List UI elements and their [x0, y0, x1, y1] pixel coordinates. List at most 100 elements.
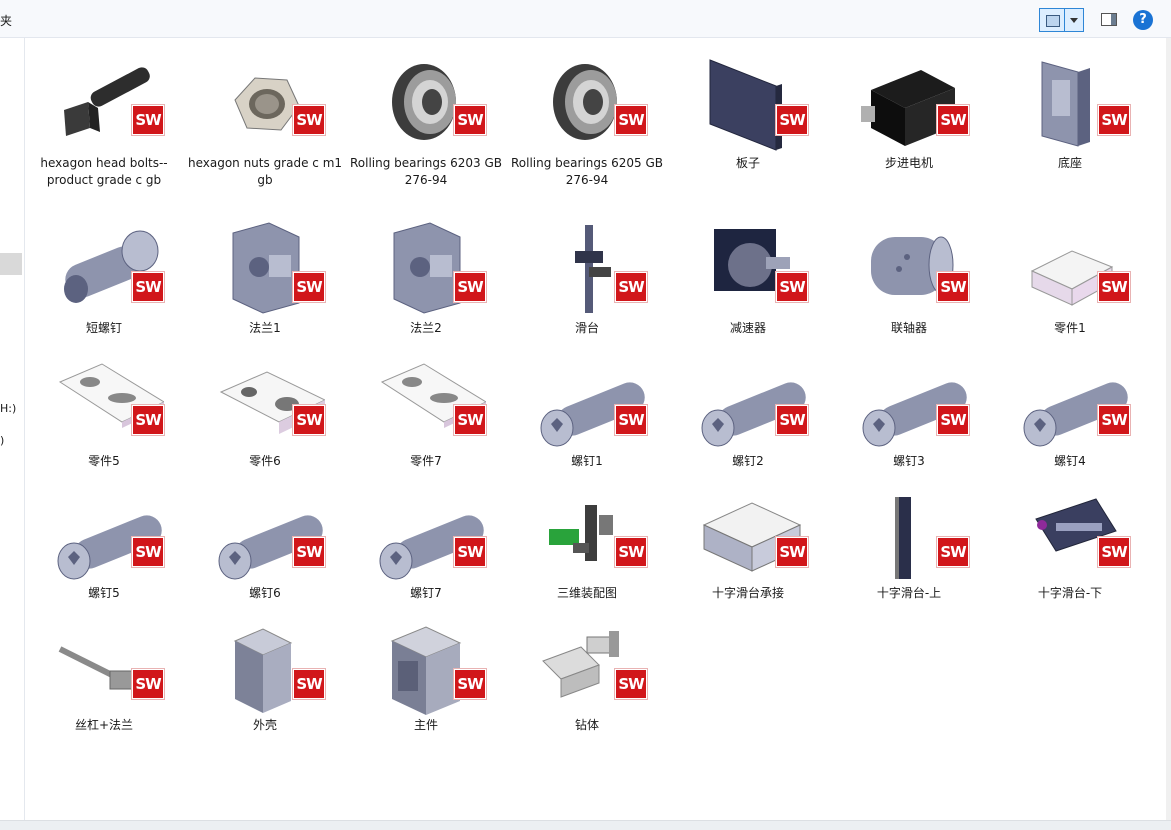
coupling-icon	[851, 215, 969, 319]
file-name: 零件1	[1054, 321, 1086, 335]
file-name: 螺钉5	[88, 586, 120, 600]
file-name: 螺钉1	[571, 454, 603, 468]
file-name: 法兰2	[410, 321, 442, 335]
pane-icon	[1101, 13, 1117, 26]
file-name: hexagon nuts grade c m1 gb	[187, 156, 343, 187]
file-name: 主件	[413, 718, 438, 732]
file-name: 三维装配图	[556, 586, 617, 600]
solidworks-icon: SW	[776, 405, 808, 435]
solidworks-icon: SW	[132, 669, 164, 699]
slotted-block-icon	[207, 352, 327, 456]
chevron-down-icon	[1070, 18, 1078, 23]
cross-slide-upper-icon	[851, 485, 969, 589]
bearing-icon	[368, 50, 486, 154]
solidworks-icon: SW	[937, 405, 969, 435]
navigation-pane[interactable]: H:) )	[0, 38, 25, 820]
main-part-icon	[368, 617, 486, 721]
drill-body-icon	[529, 617, 647, 721]
file-name: 丝杠+法兰	[74, 718, 134, 732]
change-view-button[interactable]	[1039, 8, 1065, 32]
file-name: 螺钉2	[732, 454, 764, 468]
solidworks-icon: SW	[454, 537, 486, 567]
short-screw-icon	[46, 215, 164, 319]
slotted-plate-icon	[46, 352, 166, 456]
part-block-icon	[1012, 215, 1130, 319]
solidworks-icon: SW	[132, 272, 164, 302]
view-options-dropdown[interactable]	[1065, 8, 1084, 32]
screw-icon	[368, 485, 486, 589]
file-name: 十字滑台-上	[876, 586, 942, 600]
solidworks-icon: SW	[615, 405, 647, 435]
plate-icon	[690, 50, 808, 154]
file-name: 螺钉4	[1054, 454, 1086, 468]
solidworks-icon: SW	[1098, 105, 1130, 135]
file-name: 外壳	[252, 718, 277, 732]
file-name: 滑台	[574, 321, 599, 335]
solidworks-icon: SW	[454, 405, 486, 435]
solidworks-icon: SW	[1098, 537, 1130, 567]
bolt-icon	[46, 50, 164, 154]
file-name: 十字滑台承接	[711, 586, 784, 600]
file-name: 螺钉7	[410, 586, 442, 600]
bearing-icon	[529, 50, 647, 154]
solidworks-icon: SW	[776, 272, 808, 302]
toolbar: 夹 ?	[0, 0, 1171, 38]
slotted-plate-icon	[368, 352, 488, 456]
file-name: 板子	[735, 156, 760, 170]
solidworks-icon: SW	[293, 105, 325, 135]
status-bar	[0, 820, 1171, 830]
screw-icon	[207, 485, 325, 589]
solidworks-icon: SW	[776, 105, 808, 135]
solidworks-icon: SW	[1098, 272, 1130, 302]
file-name: 步进电机	[884, 156, 933, 170]
file-name: 钻体	[574, 718, 599, 732]
help-button[interactable]: ?	[1133, 10, 1153, 30]
file-name: 十字滑台-下	[1037, 586, 1103, 600]
file-name: 螺钉3	[893, 454, 925, 468]
solidworks-icon: SW	[132, 105, 164, 135]
nav-item[interactable]: )	[0, 434, 5, 447]
file-name: 螺钉6	[249, 586, 281, 600]
solidworks-icon: SW	[293, 537, 325, 567]
nav-selected-item[interactable]	[0, 253, 22, 275]
solidworks-icon: SW	[615, 537, 647, 567]
file-name: Rolling bearings 6203 GB 276-94	[350, 156, 502, 187]
solidworks-icon: SW	[937, 272, 969, 302]
slide-table-icon	[529, 215, 647, 319]
solidworks-icon: SW	[293, 272, 325, 302]
file-name: 零件7	[410, 454, 442, 468]
screw-icon	[1012, 352, 1130, 456]
screw-icon	[690, 352, 808, 456]
screw-icon	[529, 352, 647, 456]
file-name: 底座	[1057, 156, 1082, 170]
file-name: Rolling bearings 6205 GB 276-94	[511, 156, 663, 187]
file-name: 短螺钉	[85, 321, 122, 335]
solidworks-icon: SW	[937, 105, 969, 135]
file-name: 法兰1	[249, 321, 281, 335]
file-name: 零件5	[88, 454, 120, 468]
reducer-icon	[690, 215, 808, 319]
breadcrumb[interactable]: 夹	[0, 14, 13, 28]
solidworks-icon: SW	[615, 272, 647, 302]
file-name: hexagon head bolts--product grade c gb	[40, 156, 168, 187]
solidworks-icon: SW	[615, 669, 647, 699]
stepper-motor-icon	[851, 50, 969, 154]
solidworks-icon: SW	[132, 537, 164, 567]
solidworks-icon: SW	[293, 405, 325, 435]
housing-icon	[207, 617, 325, 721]
assembly-icon	[529, 485, 647, 589]
base-icon	[1012, 50, 1130, 154]
preview-pane-button[interactable]	[1098, 8, 1120, 32]
solidworks-icon: SW	[615, 105, 647, 135]
scrollbar[interactable]	[1166, 38, 1171, 820]
solidworks-icon: SW	[454, 669, 486, 699]
solidworks-icon: SW	[132, 405, 164, 435]
file-name: 减速器	[729, 321, 766, 335]
nut-icon	[207, 50, 325, 154]
solidworks-icon: SW	[454, 272, 486, 302]
solidworks-icon: SW	[1098, 405, 1130, 435]
flange-icon	[207, 215, 325, 319]
solidworks-icon: SW	[454, 105, 486, 135]
screw-icon	[851, 352, 969, 456]
nav-drive-item[interactable]: H:)	[0, 402, 17, 415]
